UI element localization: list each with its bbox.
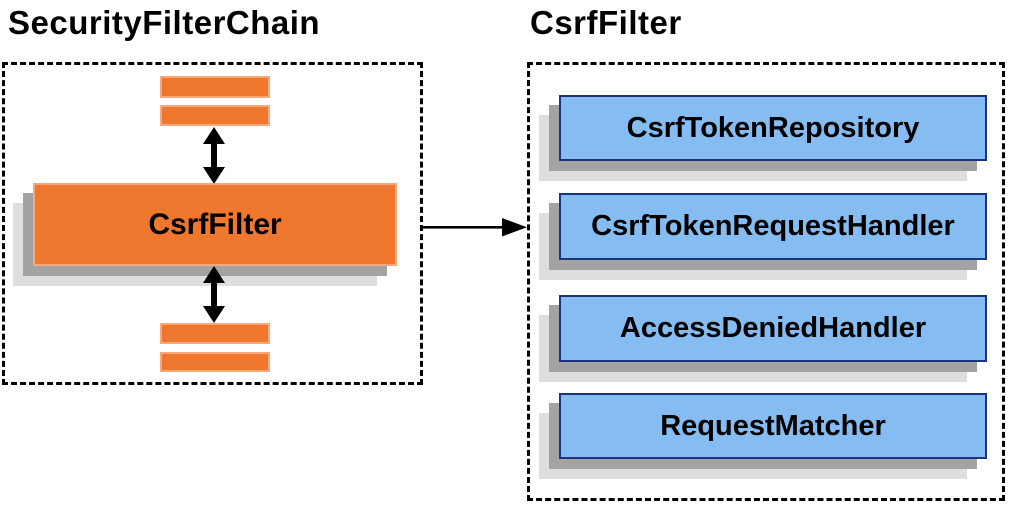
security-filter-chain-title: SecurityFilterChain — [8, 4, 321, 41]
component-box-csrf-token-repository: CsrfTokenRepository — [539, 95, 987, 181]
right-arrow-icon — [423, 213, 527, 241]
filter-bar — [160, 105, 270, 126]
up-down-arrow-icon — [199, 127, 229, 184]
csrf-filter-box: CsrfFilter — [13, 183, 397, 286]
filter-bar — [160, 352, 270, 372]
security-filter-chain-panel — [2, 62, 423, 385]
up-down-arrow-icon — [199, 266, 229, 323]
component-box-access-denied-handler: AccessDeniedHandler — [539, 295, 987, 382]
component-box-label: CsrfTokenRepository — [559, 95, 987, 161]
component-box-label: CsrfTokenRequestHandler — [559, 193, 987, 260]
csrf-filter-panel — [527, 62, 1005, 501]
component-box-label: AccessDeniedHandler — [559, 295, 987, 362]
filter-bar — [160, 323, 270, 344]
component-box-request-matcher: RequestMatcher — [539, 393, 987, 479]
component-box-csrf-token-request-handler: CsrfTokenRequestHandler — [539, 193, 987, 280]
csrf-filter-title: CsrfFilter — [530, 4, 682, 41]
filter-bar — [160, 76, 270, 98]
csrf-filter-box-label: CsrfFilter — [33, 183, 397, 266]
component-box-label: RequestMatcher — [559, 393, 987, 459]
